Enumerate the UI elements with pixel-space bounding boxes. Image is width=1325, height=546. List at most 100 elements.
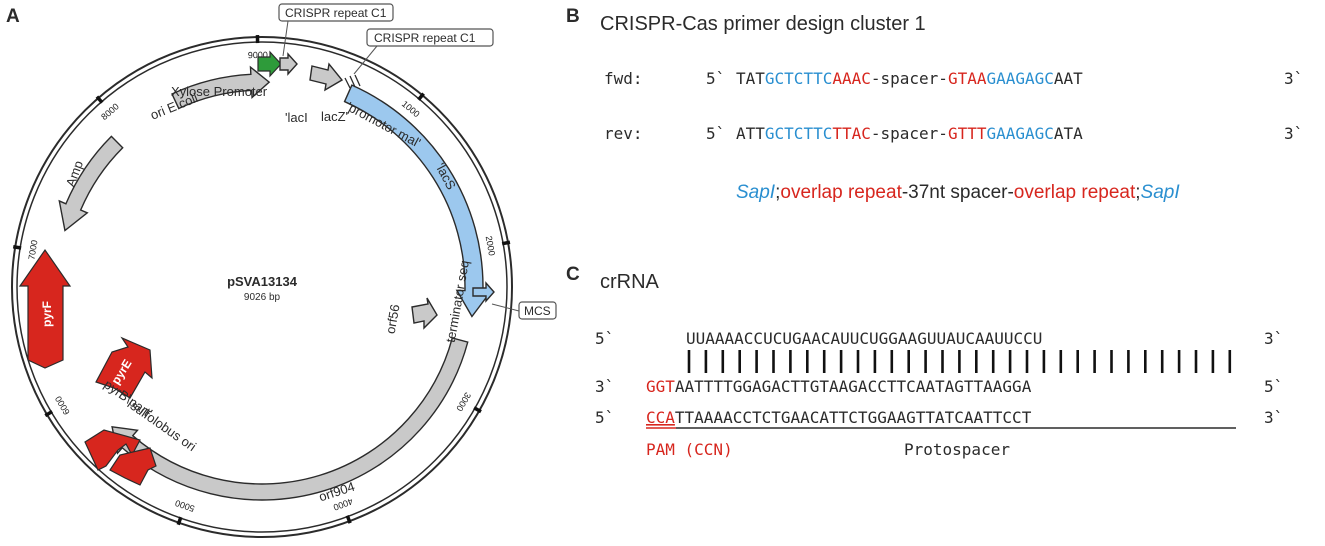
crispr-callout-1-box: [278, 3, 394, 22]
mcs-callout-leader: [491, 303, 520, 312]
pam-label: PAM (CCN): [646, 440, 733, 459]
crrna-row-1-five-prime: 5`: [595, 329, 614, 348]
crispr-callout-2-label: CRISPR repeat C1: [374, 31, 476, 45]
crrna-row-3: 5` CCATTAAAACCTCTGAACATTCTGGAAGTTATCAATTC…: [595, 408, 1283, 427]
ori-ecoli-arrow: [171, 65, 271, 110]
tick-mark-7000: [12, 245, 22, 250]
protospacer-label: Protospacer: [904, 440, 1010, 459]
tick-label-5000: 5000: [174, 498, 196, 514]
rev-spacer: -spacer-: [871, 124, 948, 143]
legend-separator-left: ;: [775, 182, 780, 203]
crrna-title: crRNA: [600, 271, 660, 293]
plasmid-size: 9026 bp: [244, 292, 281, 303]
rev-overlap-right: GTTT: [948, 124, 987, 143]
tick-label-7000: 7000: [26, 239, 39, 260]
crrna-row-2-three-prime: 3`: [595, 377, 614, 396]
primer-title: CRISPR-Cas primer design cluster 1: [600, 13, 926, 35]
rev-overlap-left: TTAC: [832, 124, 871, 143]
crrna-row-3-sequence: TTAAAACCTCTGAACATTCTGGAAGTTATCAATTCCT: [675, 408, 1032, 427]
orf56-arrow: [411, 297, 438, 330]
legend-overlap-right: overlap repeat: [1014, 182, 1136, 203]
pyrf-label: pyrF: [40, 301, 54, 327]
tick-label-8000: 8000: [99, 101, 121, 122]
fwd-sapi-left: GCTCTTC: [765, 69, 832, 88]
fwd-three-prime: 3`: [1284, 69, 1303, 88]
fwd-five-prime: 5`: [706, 69, 725, 88]
lacz-label: lacZ': [321, 109, 348, 124]
green-promoter-arrow: [257, 50, 282, 78]
panel-label-a: A: [6, 6, 20, 27]
base-pair-bonds: [687, 350, 1232, 373]
tick-mark-8000: [95, 95, 104, 104]
crrna-row-2-pam: GGT: [646, 377, 675, 396]
tick-mark-4000: [345, 514, 352, 524]
legend-spacer: -37nt spacer-: [902, 182, 1014, 203]
xylose-promoter-label: Xylose Promoter: [171, 84, 268, 99]
legend-separator-right: ;: [1135, 182, 1140, 203]
fwd-sapi-right: GAAGAGC: [986, 69, 1053, 88]
lacz-arrow: [309, 62, 344, 92]
tick-mark-5000: [176, 516, 183, 526]
amp-arrow: [58, 135, 124, 232]
laci-label: 'lacI: [285, 110, 308, 125]
tick-mark-6000: [44, 410, 54, 418]
rev-five-prime: 5`: [706, 124, 725, 143]
panel-label-c: C: [566, 264, 580, 285]
legend-sapi-right: SapI: [1141, 182, 1181, 203]
tick-label-9000: 9000: [248, 50, 268, 60]
legend-overlap-left: overlap repeat: [780, 182, 902, 203]
crrna-row-2-sequence: AATTTTGGAGACTTGTAAGACCTTCAATAGTTAAGGA: [675, 377, 1032, 396]
pyrb-arrow: [84, 429, 141, 471]
rev-three-prime: 3`: [1284, 124, 1303, 143]
fwd-flank-left: TAT: [736, 69, 765, 88]
crrna-row-2-five-prime: 5`: [1264, 377, 1283, 396]
crispr-repeat-stripes: [344, 74, 361, 89]
rev-flank-left: ATT: [736, 124, 765, 143]
rev-sapi-right: GAAGAGC: [986, 124, 1053, 143]
tick-mark-1000: [417, 92, 425, 101]
crrna-row-3-pam: CCA: [646, 408, 675, 427]
fwd-overlap-left: AAAC: [832, 69, 871, 88]
fwd-label: fwd:: [604, 69, 643, 88]
fwd-spacer: -spacer-: [871, 69, 948, 88]
crrna-row-1: 5` UUAAAACCUCUGAACAUUCUGGAAGUUAUCAAUUCCU 3…: [595, 329, 1283, 348]
crrna-row-3-five-prime: 5`: [595, 408, 614, 427]
tick-label-3000: 3000: [454, 391, 473, 413]
fwd-flank-right: AAT: [1054, 69, 1083, 88]
crrna-row-2: 3` GGTAATTTTGGAGACTTGTAAGACCTTCAATAGTTAAG…: [595, 377, 1283, 396]
primer-legend: SapI;overlap repeat-37nt spacer-overlap …: [736, 182, 1180, 203]
laci-small-arrow: [279, 52, 298, 76]
plasmid-backbone-inner: [16, 41, 508, 533]
terminator-arrow: [472, 281, 495, 303]
rev-label: rev:: [604, 124, 643, 143]
rev-sapi-left: GCTCTTC: [765, 124, 832, 143]
pyrf-arrow: [18, 248, 72, 369]
crispr-callout-1-leader: [282, 20, 289, 57]
crrna-row-3-three-prime: 3`: [1264, 408, 1283, 427]
plasmid-name: pSVA13134: [227, 274, 298, 289]
legend-sapi-left: SapI: [736, 182, 776, 203]
fwd-primer-row: fwd: 5` TATGCTCTTCAAAC-spacer-GTAAGAAGAGCA…: [604, 69, 1303, 88]
primer-design-panel: CRISPR-Cas primer design cluster 1 fwd: 5…: [600, 13, 1303, 203]
pyre-arrow: [95, 336, 153, 399]
crrna-panel: crRNA 5` UUAAAACCUCUGAACAUUCUGGAAGUUAUCAA…: [595, 271, 1283, 459]
sulfolobus-ori-arrow: [109, 447, 157, 486]
rev-primer-row: rev: 5` ATTGCTCTTCTTAC-spacer-GTTTGAAGAGCA…: [604, 124, 1303, 143]
crispr-callout-2-box: [366, 28, 494, 47]
tick-mark-2000: [501, 240, 511, 246]
plasmid-backbone-outer: [11, 36, 513, 538]
orf56-label: orf56: [383, 303, 403, 335]
tick-mark-3000: [473, 406, 482, 414]
fwd-overlap-right: GTAA: [948, 69, 987, 88]
crrna-row-1-three-prime: 3`: [1264, 329, 1283, 348]
rev-flank-right: ATA: [1054, 124, 1083, 143]
tick-label-6000: 6000: [53, 394, 72, 416]
tick-label-2000: 2000: [484, 235, 497, 256]
crrna-row-1-sequence: UUAAAACCUCUGAACAUUCUGGAAGUUAUCAAUUCCU: [686, 329, 1042, 348]
crispr-callout-2-leader: [353, 45, 378, 75]
orf904-arrow: [111, 337, 469, 501]
crispr-callout-1-label: CRISPR repeat C1: [285, 6, 387, 20]
panel-label-b: B: [566, 6, 580, 27]
